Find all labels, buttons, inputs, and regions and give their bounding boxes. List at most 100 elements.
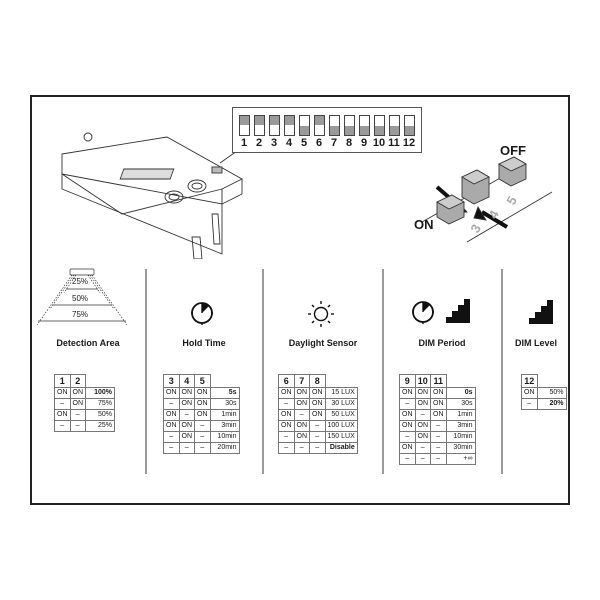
dip-switch-knob [405,126,414,135]
dip-switch-number: 3 [270,137,278,149]
dip-switch-knob [315,116,324,125]
table-row: ON–50% [54,409,115,421]
dip-switch-knob [285,116,294,125]
range-50: 50% [72,294,89,303]
switch-state: ON [163,420,180,432]
switch-header: 2 [69,374,86,388]
switch-state: – [309,420,326,432]
switch-state: – [399,431,416,443]
switch-state: ON [414,398,431,410]
switch-state: ON [414,387,431,399]
switch-state: ON [278,409,295,421]
switch-state: – [430,453,447,465]
header-spacer [325,374,358,388]
switch-state: – [430,442,447,454]
sensor-device-illustration [61,132,243,259]
dip-switch-number: 10 [372,137,386,149]
column-divider [262,269,264,474]
table-header-row: 12 [521,374,566,388]
switch-state: – [54,398,71,410]
dip-switch-7 [329,115,340,136]
switch-state: ON [521,387,538,399]
switch-state: – [293,442,310,454]
table-row: –20% [521,398,567,410]
switch-state: – [430,420,447,432]
switch-state: – [163,431,180,443]
switch-header: 11 [430,374,447,388]
table-row: –ON–10min [163,431,240,443]
switch-state: ON [178,398,195,410]
stairs-icon [529,300,553,324]
switch-state: ON [293,420,310,432]
dip-switch-knob [360,126,369,135]
switch-state: ON [399,420,416,432]
setting-value: 3min [445,420,476,432]
switch-state: ON [293,398,310,410]
dip-switch-knob [240,116,249,125]
dim-period-title: DIM Period [418,338,466,348]
switch-state: – [399,398,416,410]
switch-state: ON [163,387,180,399]
switch-state: – [278,442,295,454]
switch-header: 6 [278,374,295,388]
range-25: 25% [72,277,89,286]
switch-state: ON [163,409,180,421]
column-divider [382,269,384,474]
switch-state: – [278,431,295,443]
setting-value: 5s [209,387,240,399]
dip-switch-number: 6 [315,137,323,149]
switch-header: 5 [194,374,211,388]
dip-switch-number: 5 [300,137,308,149]
switch-state: – [414,409,431,421]
setting-value: 1min [209,409,240,421]
dip-switch-knob [330,126,339,135]
switch-state: ON [194,398,211,410]
switch-state: ON [194,387,211,399]
switch-state: ON [399,387,416,399]
switch-state: ON [178,387,195,399]
header-spacer [210,374,239,388]
setting-value: 1min [445,409,476,421]
stopwatch-icon [191,302,213,325]
setting-value: 0s [445,387,476,399]
setting-value: 50 LUX [324,409,358,421]
header-spacer [85,374,115,388]
header-spacer [537,374,566,388]
setting-value: 3min [209,420,240,432]
table-row: –ON–150 LUX [278,431,358,443]
dip-switch-11 [389,115,400,136]
switch-state: ON [54,387,71,399]
setting-value: 50% [85,409,115,421]
header-spacer [446,374,475,388]
switch-state: ON [178,420,195,432]
setting-value: 30s [209,398,240,410]
switch-state: ON [414,431,431,443]
switch-state: – [163,398,180,410]
detection-area-title: Detection Area [56,338,120,348]
dip-switch-2 [254,115,265,136]
switch-header: 12 [521,374,538,388]
stopwatch-stairs-icon [412,299,470,324]
switch-state: ON [414,420,431,432]
dip-switch-4 [284,115,295,136]
table-row: ––25% [54,420,115,432]
switch-state: ON [69,387,86,399]
switch-state: – [278,398,295,410]
switch-state: ON [278,387,295,399]
switch-header: 10 [414,374,431,388]
dip-switch-10 [374,115,385,136]
on-label: ON [414,217,434,232]
setting-value: 150 LUX [324,431,358,443]
table-row: –ON–10min [399,431,476,443]
switch-state: – [69,409,86,421]
dip-switch-knob [255,116,264,125]
switch-state: – [430,431,447,443]
dip-switch-knob [375,126,384,135]
switch-onoff-illustration [421,156,553,243]
